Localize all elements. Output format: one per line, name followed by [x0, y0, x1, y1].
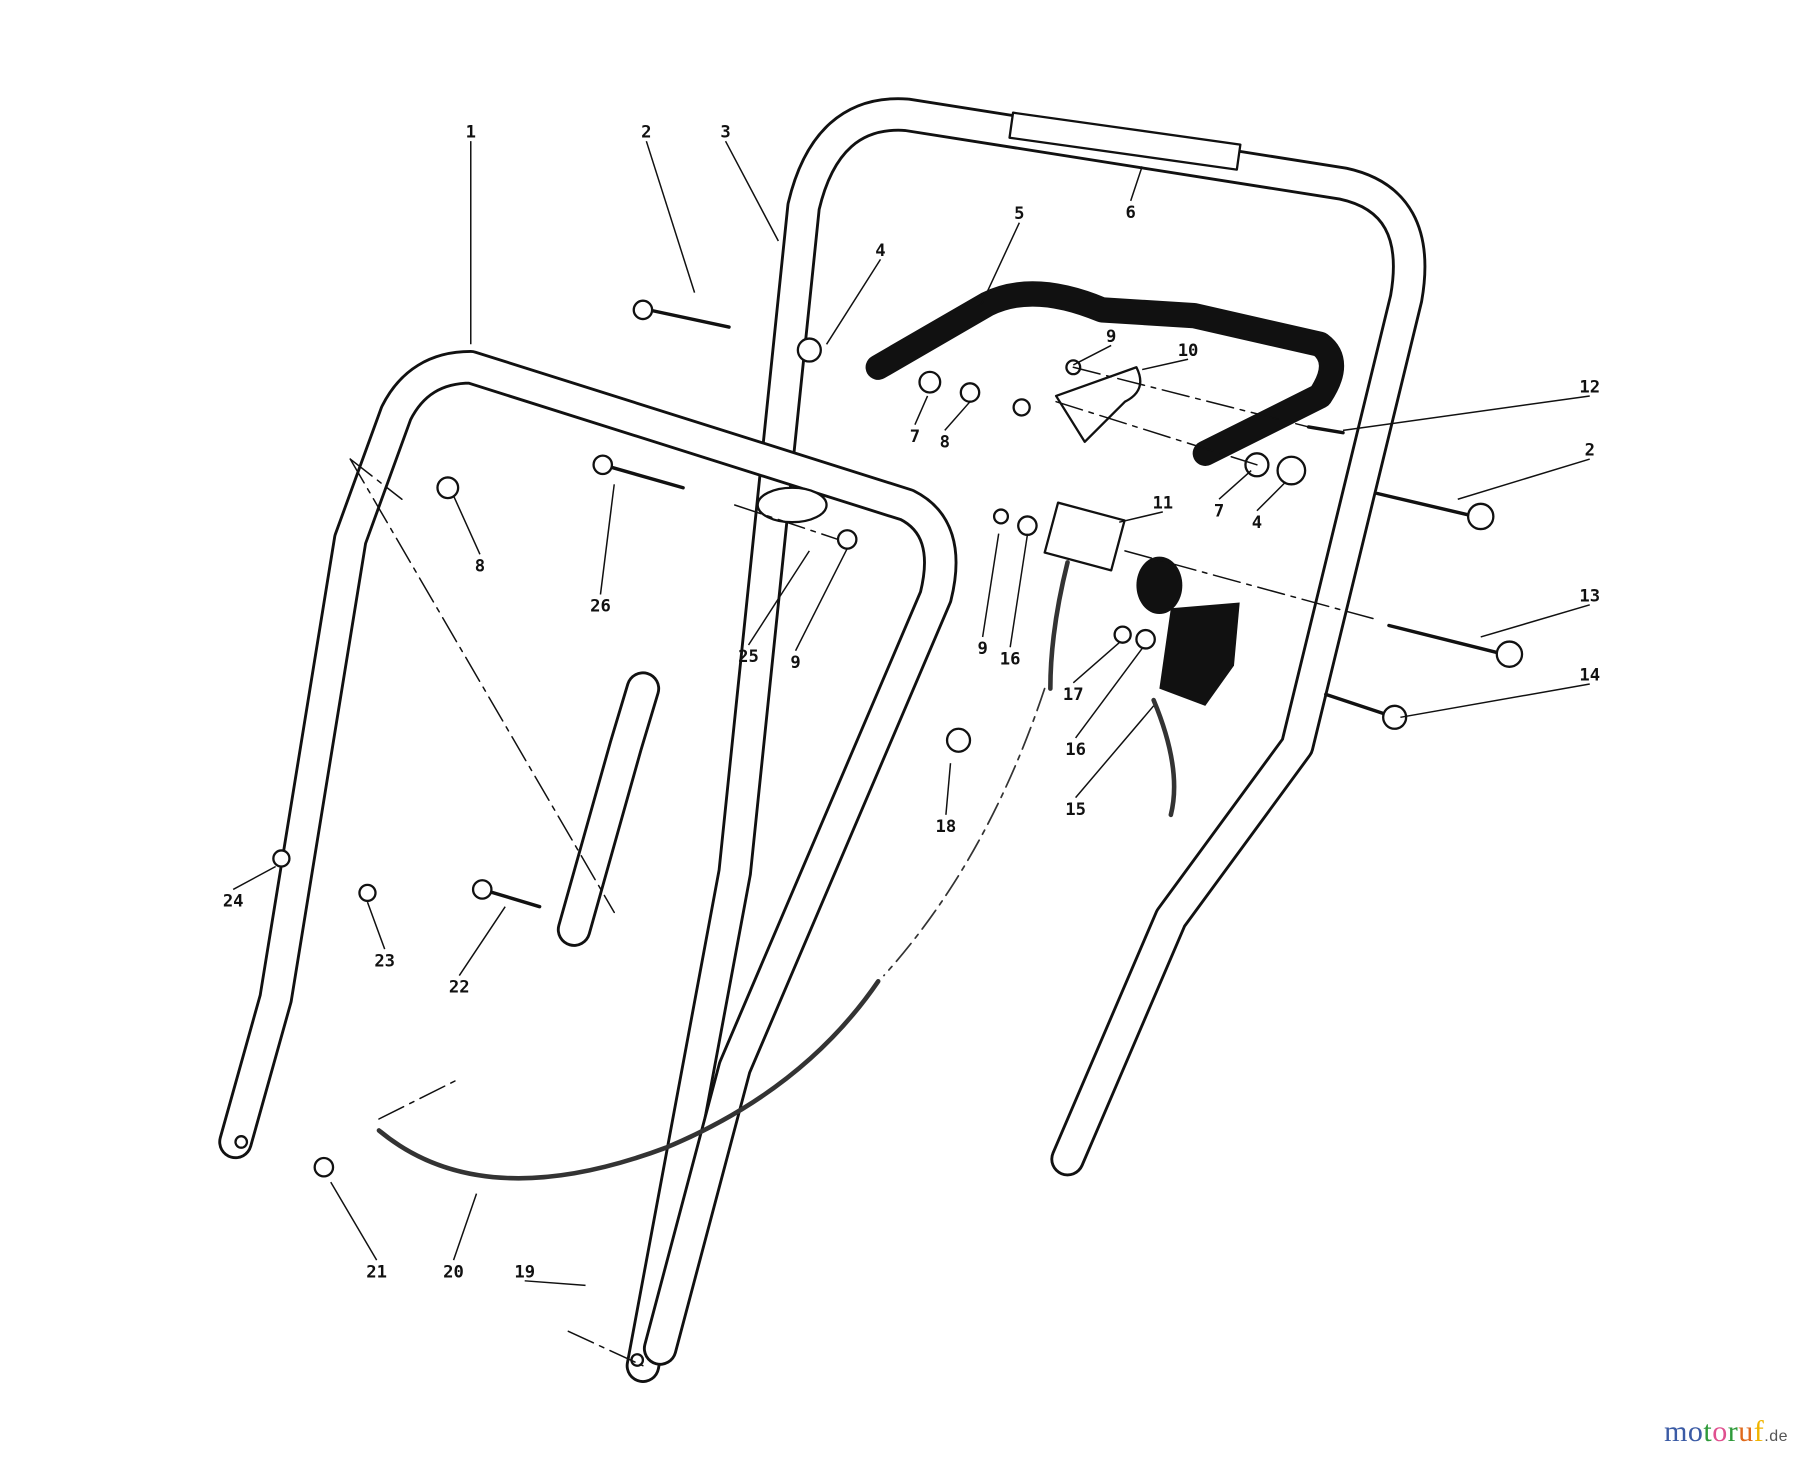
watermark-letter: u — [1738, 1415, 1754, 1448]
callout-leader — [1480, 604, 1590, 638]
callout-label: 14 — [1579, 666, 1600, 686]
watermark-letter: m — [1664, 1415, 1688, 1448]
callout-label: 25 — [738, 647, 759, 667]
watermark-suffix: .de — [1764, 1428, 1788, 1445]
callout-leader — [1072, 344, 1112, 366]
callout-leader — [944, 401, 971, 431]
callout-leader — [458, 906, 506, 976]
callout-label: 9 — [790, 653, 800, 673]
callout-label: 12 — [1579, 378, 1600, 398]
callout-label: 16 — [1065, 740, 1086, 760]
callout-leader — [794, 548, 848, 652]
watermark-logo: motoruf.de — [1664, 1415, 1788, 1449]
callout-label: 23 — [374, 951, 395, 971]
callout-leader — [1400, 683, 1590, 719]
callout-label: 7 — [910, 427, 920, 447]
callout-leader — [1074, 647, 1143, 739]
callout-label: 7 — [1214, 501, 1224, 521]
watermark-letter: o — [1687, 1415, 1704, 1448]
callout-label: 21 — [366, 1262, 387, 1282]
callout-label: 2 — [641, 123, 651, 143]
callout-label: 11 — [1152, 493, 1173, 513]
callout-leader — [747, 550, 810, 646]
callout-leader — [1141, 358, 1189, 371]
callout-leader — [980, 222, 1021, 305]
callout-label: 13 — [1579, 586, 1600, 606]
callout-label: 1 — [466, 123, 476, 143]
callout-leader — [1342, 395, 1590, 432]
callout-label: 8 — [475, 557, 485, 577]
callout-label: 18 — [936, 817, 957, 837]
callout-label: 20 — [443, 1262, 464, 1282]
callout-leader — [1457, 458, 1590, 500]
bolts — [480, 308, 1506, 909]
callout-label: 22 — [449, 978, 470, 998]
callout-label: 24 — [223, 892, 244, 912]
callout-label: 9 — [1106, 327, 1116, 347]
callout-label: 10 — [1178, 341, 1199, 361]
callout-leader — [452, 495, 481, 555]
upper-handle — [556, 97, 1427, 1383]
watermark-letter: f — [1753, 1415, 1765, 1448]
callout-leader — [1218, 469, 1252, 500]
callout-label: 15 — [1065, 800, 1086, 820]
callout-leader — [914, 395, 929, 425]
callout-leader — [366, 901, 386, 950]
callout-label: 19 — [514, 1262, 535, 1282]
watermark-letter: t — [1703, 1415, 1713, 1448]
switch-box — [1043, 501, 1126, 572]
watermark-letter: o — [1712, 1415, 1728, 1448]
control-bar — [865, 281, 1345, 466]
callout-leader — [724, 140, 780, 242]
callout-label: 8 — [940, 433, 950, 453]
callout-leader — [981, 533, 1000, 638]
callout-leader — [1119, 511, 1163, 523]
callout-label: 2 — [1585, 441, 1595, 461]
callout-leader — [1129, 166, 1143, 202]
callout-label: 6 — [1126, 203, 1136, 223]
callout-leader — [524, 1280, 586, 1287]
callout-label: 4 — [1252, 513, 1262, 533]
callout-label: 17 — [1063, 685, 1084, 705]
callout-label: 16 — [1000, 650, 1021, 670]
callout-leader — [1075, 705, 1155, 799]
callout-leader — [599, 484, 615, 595]
parts-drawing — [218, 97, 1524, 1383]
callout-leader — [945, 763, 952, 815]
callout-leader — [1256, 481, 1287, 512]
callout-label: 4 — [875, 241, 885, 261]
callout-leader — [232, 865, 277, 891]
callout-leader — [1009, 534, 1029, 648]
callout-label: 9 — [977, 639, 987, 659]
watermark-letter: r — [1727, 1415, 1739, 1448]
throttle-control — [1159, 602, 1240, 706]
callout-leader — [825, 258, 882, 345]
callout-leader — [330, 1181, 378, 1261]
cable — [376, 978, 881, 1181]
callout-label: 3 — [720, 123, 730, 143]
callout-leader — [452, 1193, 478, 1261]
callout-leader — [1072, 642, 1120, 684]
callout-label: 26 — [590, 597, 611, 617]
callout-leader — [645, 140, 696, 293]
callout-label: 5 — [1014, 204, 1024, 224]
